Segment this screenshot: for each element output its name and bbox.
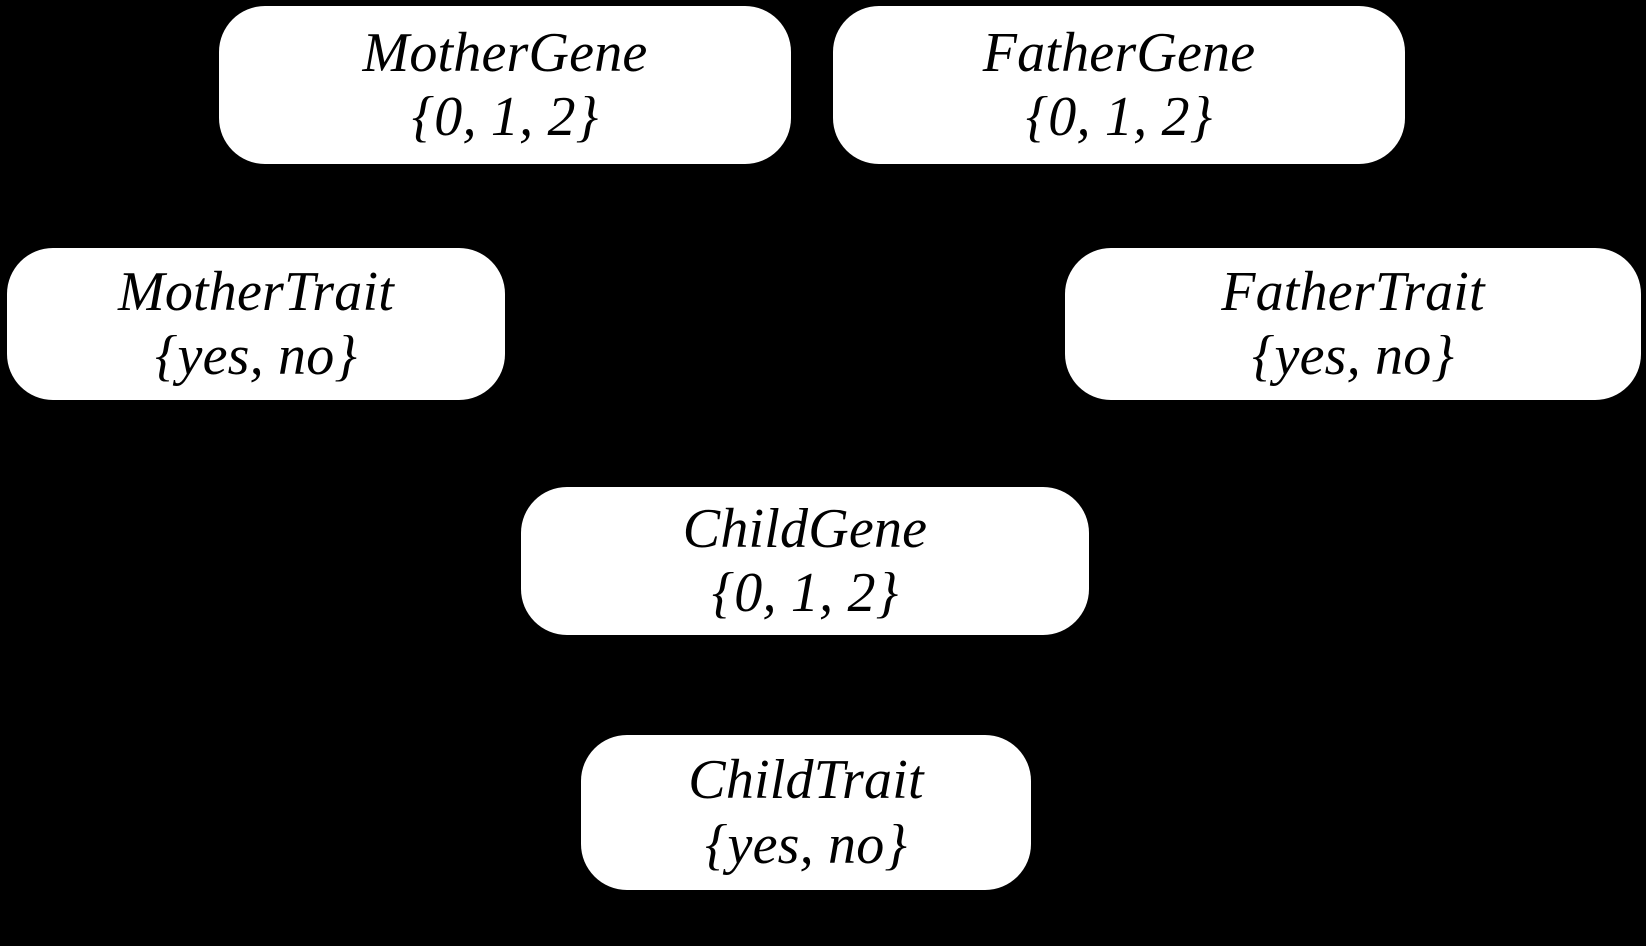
node-father-gene-label: FatherGene	[982, 21, 1256, 84]
node-child-trait[interactable]: ChildTrait {yes, no}	[581, 735, 1031, 890]
node-mother-gene[interactable]: MotherGene {0, 1, 2}	[219, 6, 791, 164]
node-child-trait-label: ChildTrait	[688, 749, 924, 812]
node-child-gene[interactable]: ChildGene {0, 1, 2}	[521, 487, 1089, 635]
node-father-trait[interactable]: FatherTrait {yes, no}	[1065, 248, 1641, 400]
node-father-gene[interactable]: FatherGene {0, 1, 2}	[833, 6, 1405, 164]
node-child-trait-domain: {yes, no}	[704, 813, 908, 876]
node-father-gene-domain: {0, 1, 2}	[1025, 86, 1213, 148]
node-mother-gene-domain: {0, 1, 2}	[411, 86, 599, 148]
node-child-gene-domain: {0, 1, 2}	[711, 562, 899, 624]
node-mother-gene-label: MotherGene	[362, 21, 648, 84]
node-father-trait-label: FatherTrait	[1221, 260, 1485, 323]
node-mother-trait[interactable]: MotherTrait {yes, no}	[7, 248, 505, 400]
node-father-trait-domain: {yes, no}	[1251, 325, 1455, 387]
node-child-gene-label: ChildGene	[682, 497, 928, 560]
node-mother-trait-label: MotherTrait	[117, 260, 395, 323]
node-mother-trait-domain: {yes, no}	[154, 325, 358, 387]
